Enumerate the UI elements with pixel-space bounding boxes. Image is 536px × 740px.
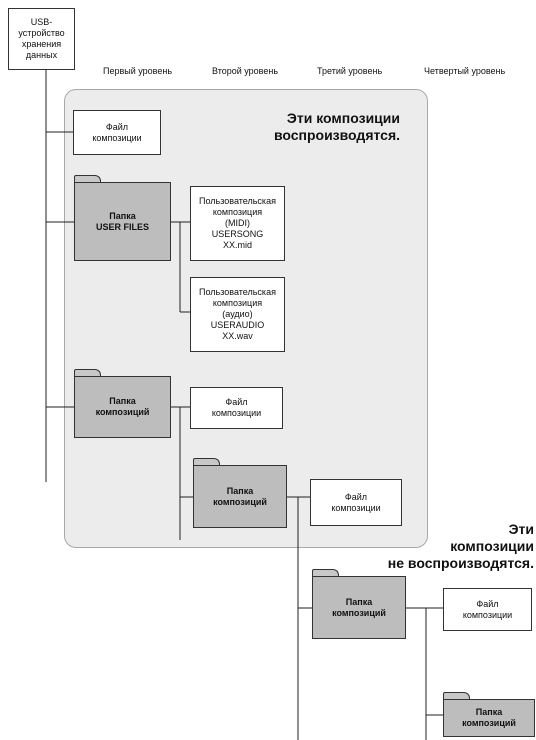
not-playable-note: Эти композиции не воспроизводятся.: [387, 521, 534, 571]
level-3-label: Третий уровень: [317, 66, 383, 76]
user-files-folder: Папка USER FILES: [74, 175, 171, 261]
folder-tab-icon: [193, 458, 220, 466]
songs-folder-level-4-label: Папка композиций: [443, 699, 535, 737]
songs-folder-level-3-label: Папка композиций: [312, 576, 406, 639]
user-song-midi-file: Пользовательская композиция (MIDI) USERS…: [190, 186, 285, 261]
song-file-level-1: Файл композиции: [73, 110, 161, 155]
songs-folder-level-2-label: Папка композиций: [193, 465, 287, 528]
song-file-level-4: Файл композиции: [443, 588, 532, 631]
usb-storage-device: USB- устройство хранения данных: [8, 8, 75, 70]
folder-tab-icon: [74, 175, 101, 183]
songs-folder-level-1: Папка композиций: [74, 369, 171, 438]
user-files-folder-label: Папка USER FILES: [74, 182, 171, 261]
folder-tab-icon: [74, 369, 101, 377]
song-file-level-2: Файл композиции: [190, 387, 283, 429]
songs-folder-level-4: Папка композиций: [443, 692, 535, 737]
songs-folder-level-1-label: Папка композиций: [74, 376, 171, 438]
folder-tab-icon: [312, 569, 339, 577]
user-song-audio-file: Пользовательская композиция (аудио) USER…: [190, 277, 285, 352]
songs-folder-level-3: Папка композиций: [312, 569, 406, 639]
folder-tab-icon: [443, 692, 470, 700]
level-4-label: Четвертый уровень: [424, 66, 506, 76]
playable-note: Эти композиции воспроизводятся.: [273, 110, 400, 143]
level-2-label: Второй уровень: [212, 66, 279, 76]
song-file-level-3: Файл композиции: [310, 479, 402, 526]
songs-folder-level-2: Папка композиций: [193, 458, 287, 528]
level-1-label: Первый уровень: [103, 66, 173, 76]
